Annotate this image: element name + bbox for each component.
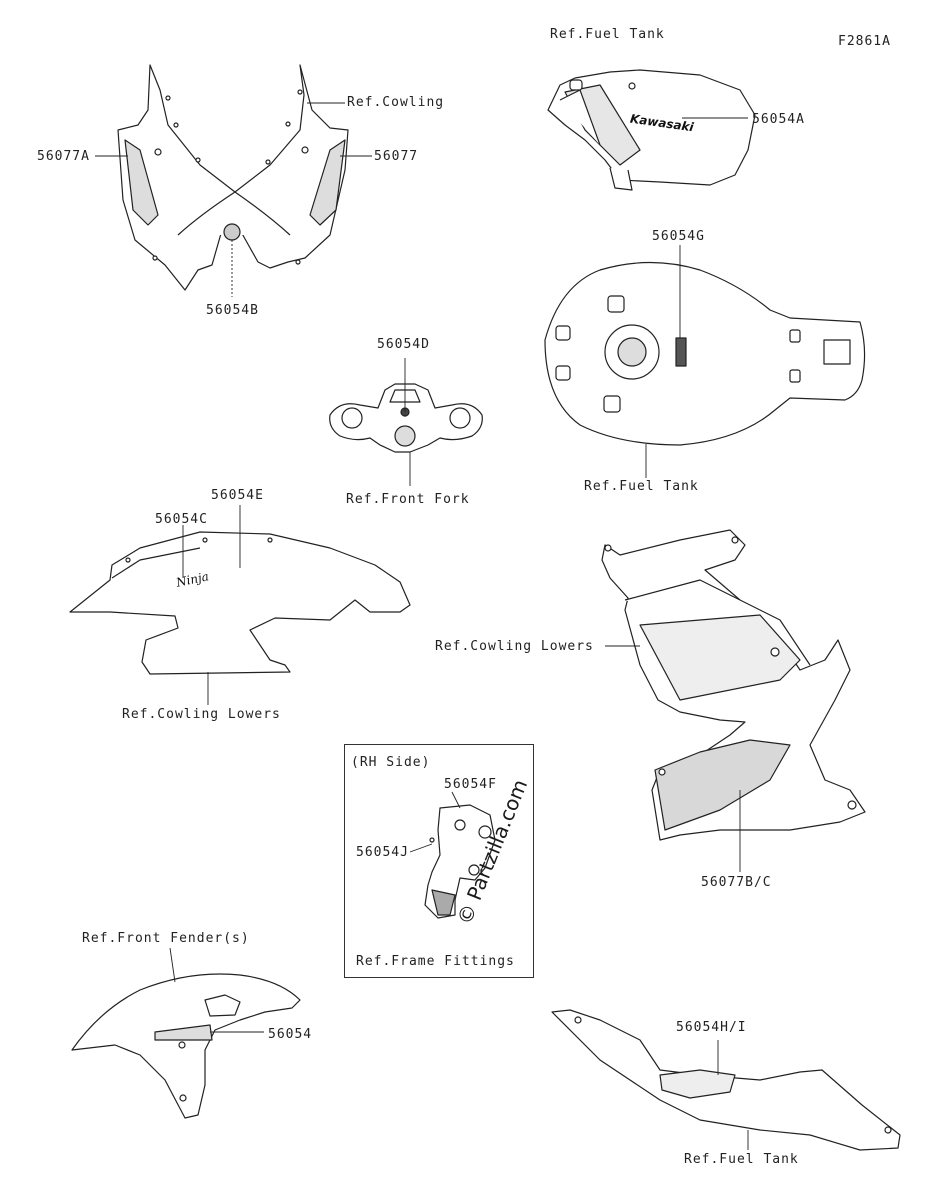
- top-bridge-part: [329, 383, 483, 453]
- tank-side-cover-part: [551, 1009, 901, 1151]
- inset-title: (RH Side): [351, 755, 431, 770]
- label-ref-cowling-lowers-right: Ref.Cowling Lowers: [435, 639, 594, 654]
- label-56077A: 56077A: [37, 149, 90, 164]
- ninja-fairing-badge: Ninja: [174, 569, 210, 590]
- frame-fitting-part: [424, 804, 496, 919]
- label-56054D: 56054D: [377, 337, 430, 352]
- label-ref-cowling: Ref.Cowling: [347, 95, 445, 110]
- front-fender-part: [71, 973, 301, 1119]
- label-56077BC: 56077B/C: [701, 875, 772, 890]
- label-56054: 56054: [268, 1027, 313, 1042]
- fuel-tank-side-part: [547, 69, 756, 191]
- label-56054C: 56054C: [155, 512, 208, 527]
- figure-id: F2861A: [838, 34, 891, 49]
- upper-cowling-part: [117, 64, 349, 291]
- rh-side-inset-box: [344, 744, 534, 978]
- label-ref-fuel-tank-top: Ref.Fuel Tank: [550, 27, 665, 42]
- label-ref-front-fork: Ref.Front Fork: [346, 492, 470, 507]
- fuel-tank-top-part: [544, 261, 866, 446]
- leader-lines: [95, 102, 749, 1150]
- left-side-fairing-part: [69, 531, 411, 675]
- label-56054J: 56054J: [356, 845, 409, 860]
- label-56054G: 56054G: [652, 229, 705, 244]
- label-ref-cowling-lowers-left: Ref.Cowling Lowers: [122, 707, 281, 722]
- label-56054B: 56054B: [206, 303, 259, 318]
- label-ref-fuel-tank-bottom: Ref.Fuel Tank: [684, 1152, 799, 1167]
- label-56054A: 56054A: [752, 112, 805, 127]
- right-side-fairing-part: [601, 529, 866, 841]
- label-56054E: 56054E: [211, 488, 264, 503]
- label-56054F: 56054F: [444, 777, 497, 792]
- label-ref-front-fender: Ref.Front Fender(s): [82, 931, 250, 946]
- label-56077: 56077: [374, 149, 419, 164]
- label-56054HI: 56054H/I: [676, 1020, 747, 1035]
- label-ref-frame-fittings: Ref.Frame Fittings: [356, 954, 515, 969]
- label-ref-fuel-tank-mid: Ref.Fuel Tank: [584, 479, 699, 494]
